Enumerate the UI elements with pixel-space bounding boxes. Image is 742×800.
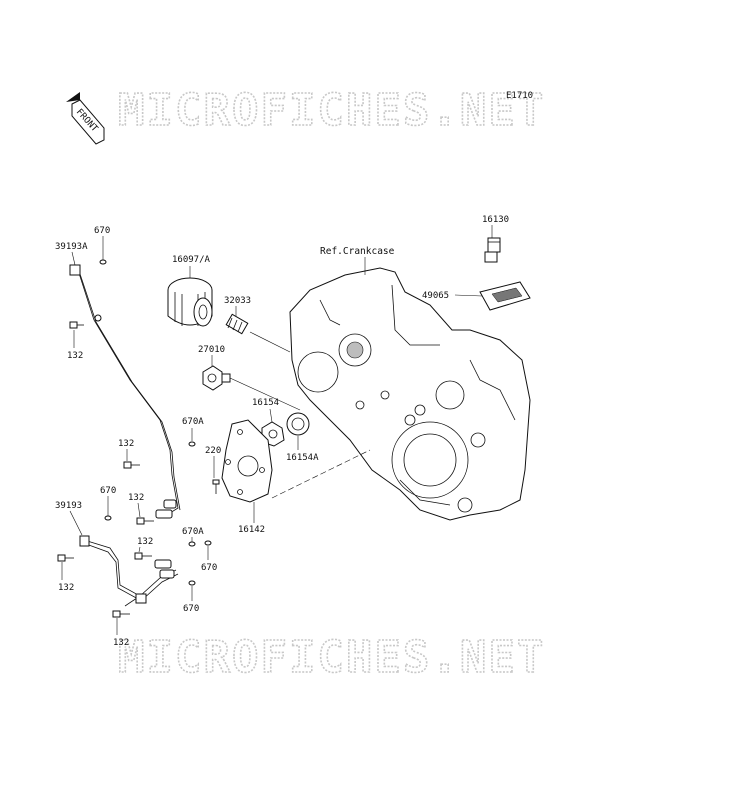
front-arrow-icon: FRONT (66, 92, 105, 145)
part-16130-sensor (484, 237, 501, 263)
callout-132-d: 132 (137, 537, 153, 547)
part-39193-oil-pipe (79, 535, 179, 607)
callout-670-mid: 670 (100, 486, 116, 496)
part-670-gasket-mid (104, 515, 112, 521)
part-16142-pump-cover (221, 419, 273, 503)
part-132-bolt-d (134, 552, 152, 560)
part-670-gasket-right (204, 540, 212, 546)
part-220-screw (212, 479, 220, 494)
callout-16154a: 16154A (286, 453, 319, 463)
part-16154a-outer-rotor (286, 412, 310, 436)
callout-220: 220 (205, 446, 221, 456)
part-39193a-oil-pipe (69, 264, 181, 519)
part-132-bolt-f (112, 610, 130, 618)
ref-crankcase-label: Ref.Crankcase (320, 246, 395, 257)
callout-32033: 32033 (224, 296, 251, 306)
part-670a-gasket-1 (188, 441, 196, 447)
callout-132-c: 132 (128, 493, 144, 503)
callout-49065: 49065 (422, 291, 449, 301)
part-27010-switch (202, 365, 231, 391)
part-670-gasket-bottom (188, 580, 196, 586)
callout-670a-1: 670A (182, 417, 204, 427)
diagram-code: E1710 (506, 91, 533, 101)
part-132-bolt-c (136, 517, 154, 525)
part-132-bolt-b (123, 461, 140, 469)
part-132-bolt-e (57, 554, 74, 562)
callout-132-e: 132 (58, 583, 74, 593)
callout-16130: 16130 (482, 215, 509, 225)
crankcase-ref (289, 267, 531, 521)
callout-39193a: 39193A (55, 242, 88, 252)
callout-16142: 16142 (238, 525, 265, 535)
callout-16097: 16097/A (172, 255, 211, 265)
part-16097-oil-filter (167, 277, 213, 327)
callout-670-right: 670 (201, 563, 217, 573)
callout-39193: 39193 (55, 501, 82, 511)
watermark-top: MICROFICHES.NET (118, 85, 545, 136)
callout-132-f: 132 (113, 638, 129, 648)
part-670a-gasket-2 (188, 541, 196, 547)
part-49065-label (479, 281, 531, 311)
callout-670-top: 670 (94, 226, 110, 236)
callout-132-a: 132 (67, 351, 83, 361)
callout-132-b: 132 (118, 439, 134, 449)
part-132-bolt-a (69, 321, 84, 329)
callout-670a-2: 670A (182, 527, 204, 537)
part-670-gasket-top (99, 259, 107, 265)
callout-16154: 16154 (252, 398, 279, 408)
watermark-bottom: MICROFICHES.NET (118, 632, 545, 683)
callout-27010: 27010 (198, 345, 225, 355)
callout-670-bottom: 670 (183, 604, 199, 614)
part-32033-pipe (225, 313, 249, 335)
